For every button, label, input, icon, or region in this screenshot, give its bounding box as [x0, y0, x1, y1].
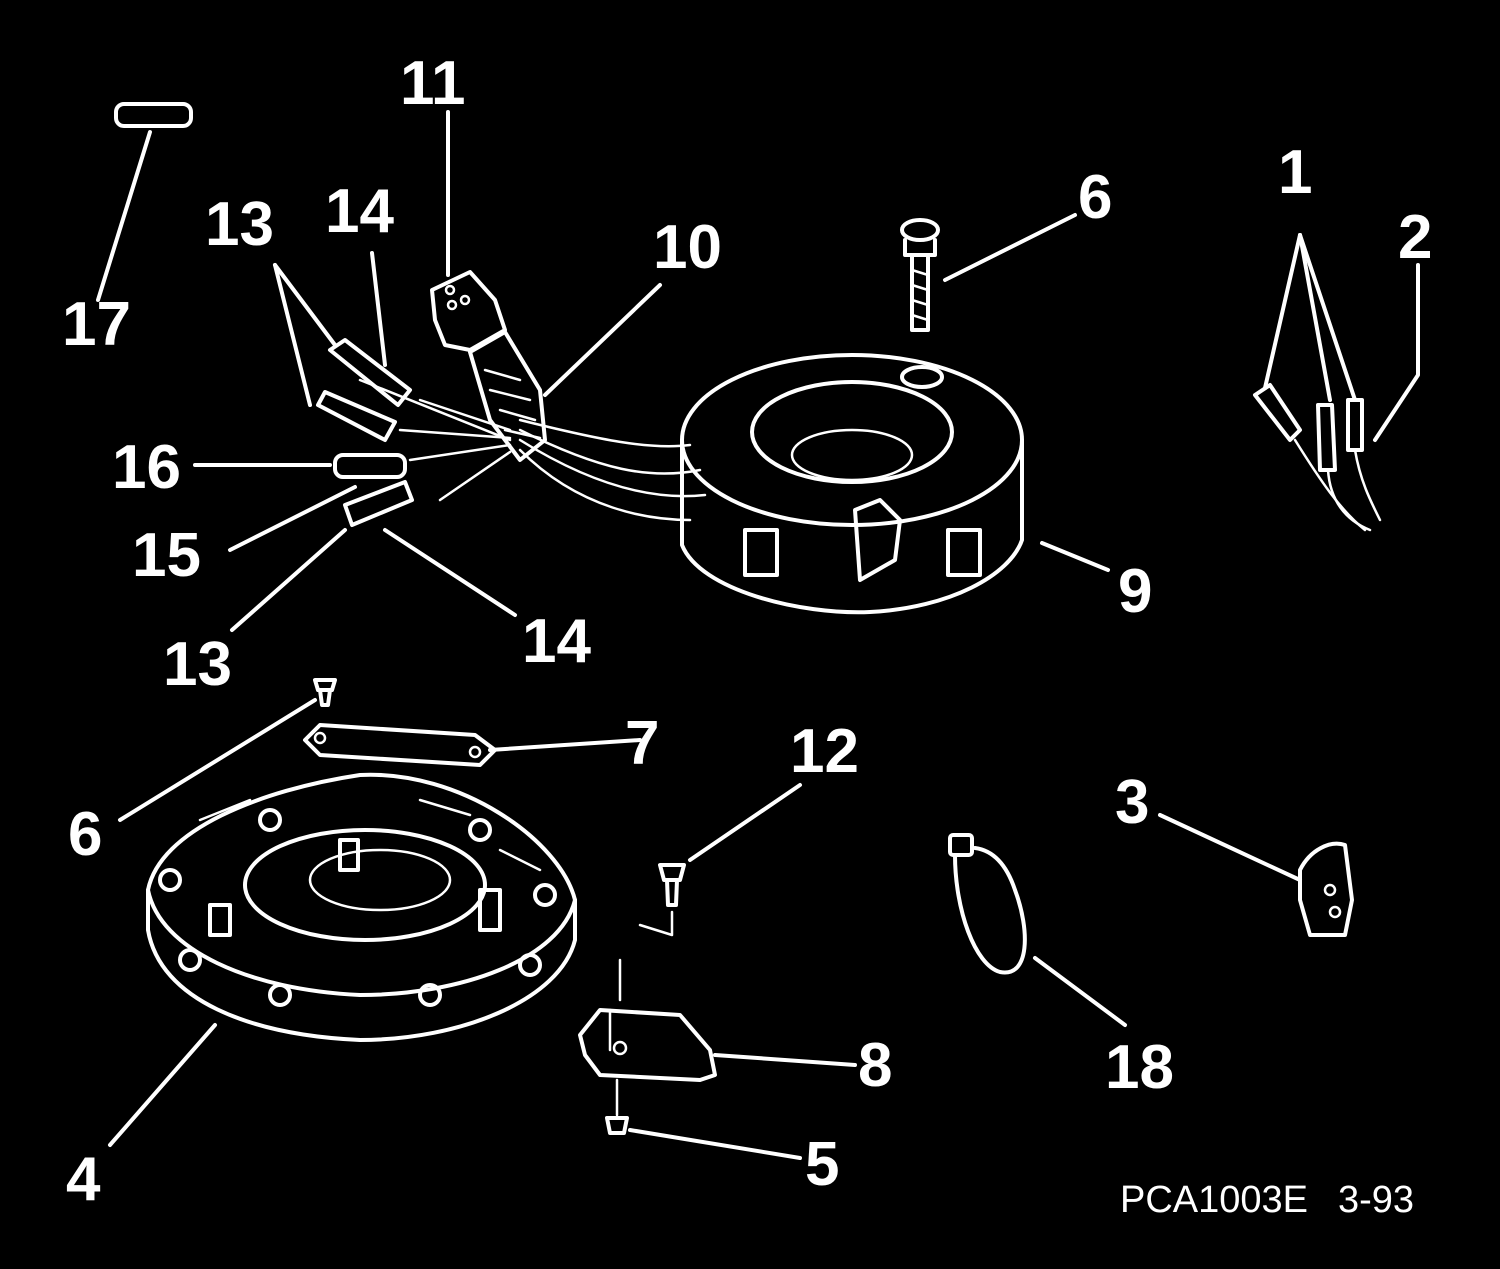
callout-7: 7	[625, 709, 659, 778]
callout-11: 10	[653, 213, 722, 282]
callout-5: 5	[805, 1130, 839, 1199]
part-3-key	[1298, 841, 1354, 937]
part-1-2-leads	[1253, 383, 1382, 532]
callout-9: 12	[790, 717, 859, 786]
harness-wires	[358, 378, 707, 522]
figure-code: PCA1003E 3-93	[1120, 1179, 1414, 1221]
callout-labels: 11 6 1 2 13 14 10 17 16 15 9 13 14 7 12 …	[62, 49, 1432, 1214]
callout-17: 17	[62, 290, 131, 359]
figure-code-id: PCA1003E	[1120, 1179, 1308, 1221]
callout-3: 3	[1115, 768, 1149, 837]
callout-10: 9	[1118, 557, 1152, 626]
part-6-screw-lower	[313, 678, 337, 707]
harness-terminals	[316, 338, 414, 527]
callout-8: 8	[858, 1031, 892, 1100]
callout-1: 1	[1278, 138, 1312, 207]
callout-18: 18	[1105, 1033, 1174, 1102]
part-7-bracket	[303, 723, 497, 767]
figure-page-ref: 3-93	[1338, 1179, 1414, 1221]
callout-12: 11	[400, 49, 466, 118]
callout-14-lower: 14	[522, 607, 591, 676]
part-18-cable-tie	[948, 833, 1027, 975]
callout-13-upper: 13	[205, 190, 274, 259]
leader-lines	[96, 110, 1420, 1160]
callout-14-upper: 14	[325, 177, 394, 246]
callout-6-lower: 6	[68, 800, 102, 869]
part-8-clip	[578, 958, 717, 1082]
part-10-stator	[680, 353, 1024, 615]
part-12-connector	[430, 270, 547, 462]
callout-16: 16	[112, 433, 181, 502]
part-5-screw	[605, 1078, 629, 1135]
part-6-screw-upper	[900, 218, 940, 332]
callout-13-lower: 13	[163, 630, 232, 699]
callout-15: 15	[132, 521, 201, 590]
part-17-pin	[114, 102, 193, 128]
part-4-base-plate	[146, 772, 577, 1042]
part-9-screw	[638, 863, 686, 937]
callout-2: 2	[1398, 203, 1432, 272]
callout-4: 4	[66, 1145, 101, 1214]
callout-6-upper: 6	[1078, 163, 1112, 232]
